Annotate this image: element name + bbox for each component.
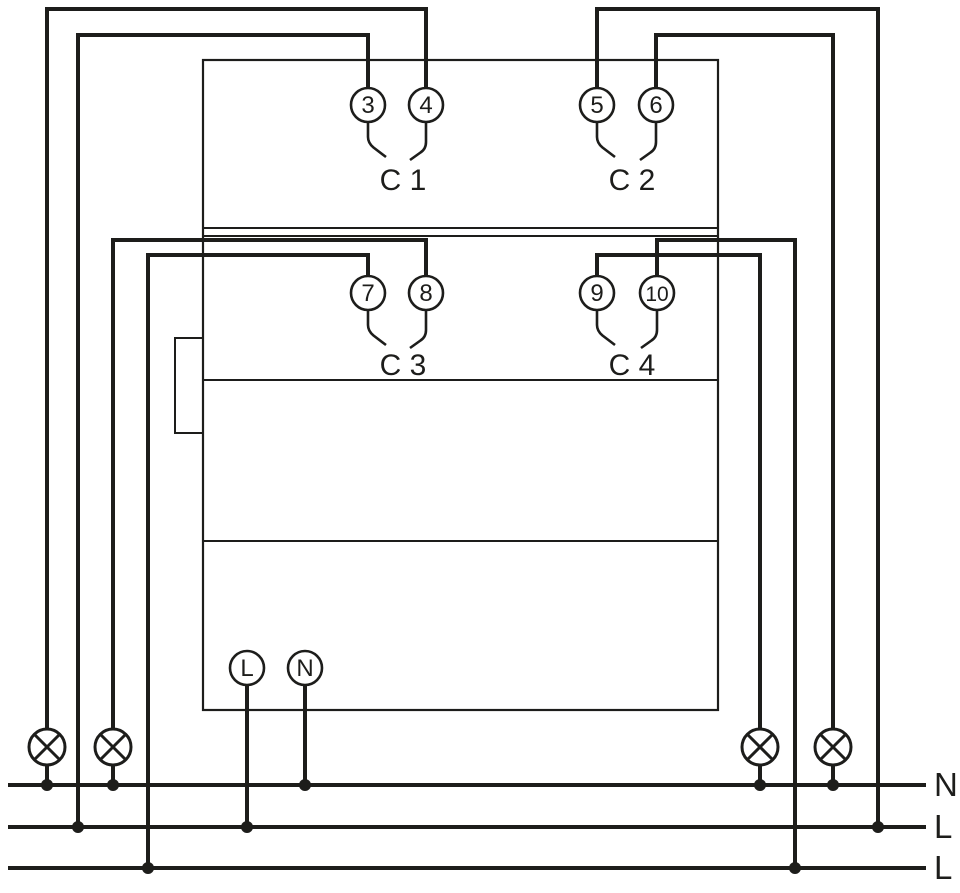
terminal-8-label: 8 (419, 280, 432, 307)
terminal-10-label: 10 (645, 283, 668, 306)
switch-blade-c2 (595, 122, 616, 159)
terminal-7-label: 7 (361, 280, 374, 307)
switch-blade-c3 (366, 310, 387, 347)
terminal-5-circle (578, 86, 616, 124)
junction-dot (299, 779, 311, 791)
terminal-5: 5 (578, 86, 616, 124)
wire-terminal7-to-L2-bus (146, 253, 370, 868)
switch-contact-c4 (640, 310, 659, 350)
junction-dot (872, 821, 884, 833)
junction-dot (241, 821, 253, 833)
terminal-L-label: L (240, 655, 253, 682)
terminal-5-label: 5 (590, 92, 603, 119)
junction-dot (41, 779, 53, 791)
lamp-icon-2 (93, 727, 133, 767)
terminal-10-circle (638, 274, 676, 312)
channel-c2: C 2 (595, 122, 658, 197)
channel-c3-label: C 3 (380, 349, 427, 382)
device-body (174, 58, 720, 712)
terminal-10: 10 (638, 274, 676, 312)
junction-dot (754, 779, 766, 791)
terminal-9-label: 9 (590, 280, 603, 307)
channel-c2-label: C 2 (609, 164, 656, 197)
terminal-3: 3 (349, 86, 387, 124)
lamp-icon-4 (813, 727, 853, 767)
wire-terminal9-to-lamp3 (595, 253, 762, 729)
lamp-icon-3 (740, 727, 780, 767)
terminal-4-circle (407, 86, 445, 124)
lamp-icon-1 (27, 727, 67, 767)
terminal-6-label: 6 (649, 92, 662, 119)
terminal-8-circle (407, 274, 445, 312)
terminal-3-circle (349, 86, 387, 124)
junction-dot (72, 821, 84, 833)
junction-dot (107, 779, 119, 791)
terminal-9: 9 (578, 274, 616, 312)
junction-dot (142, 862, 154, 874)
bus-n-label: N (934, 766, 958, 803)
terminal-6-circle (637, 86, 675, 124)
bus-l1-label: L (934, 808, 952, 845)
terminal-N-circle (286, 649, 324, 687)
terminal-L-circle (228, 649, 266, 687)
device-outline (201, 58, 720, 712)
terminal-N: N (286, 649, 324, 687)
switch-contact-c3 (409, 310, 428, 350)
channel-c1: C 1 (366, 122, 428, 197)
terminal-8: 8 (407, 274, 445, 312)
wire-terminal4-to-lamp1 (45, 7, 428, 729)
terminal-6: 6 (637, 86, 675, 124)
switch-blade-c4 (595, 310, 616, 347)
switch-blade-c1 (366, 122, 387, 159)
junction-dot (789, 862, 801, 874)
channel-c4: C 4 (595, 310, 659, 382)
bus-lines: N L L (8, 766, 958, 886)
terminal-4: 4 (407, 86, 445, 124)
channel-c1-label: C 1 (380, 164, 427, 197)
terminal-7-circle (349, 274, 387, 312)
junction-dots (41, 779, 884, 874)
switch-contact-c2 (639, 122, 658, 162)
external-wires (45, 7, 880, 868)
wire-terminal6-to-lamp4 (654, 33, 835, 729)
terminal-9-circle (578, 274, 616, 312)
wire-terminal5-to-L1-bus (595, 7, 880, 827)
wire-terminal8-to-lamp2 (111, 238, 428, 729)
bus-l2-label: L (934, 849, 952, 886)
wire-terminal3-to-L1-bus (76, 33, 370, 827)
junction-dot (827, 779, 839, 791)
terminal-N-label: N (296, 655, 313, 682)
wire-terminal10-to-L2-bus (655, 238, 797, 868)
switch-contact-c1 (409, 122, 428, 162)
terminal-L: L (228, 649, 266, 687)
din-clip-tab (174, 337, 204, 434)
terminal-3-label: 3 (361, 92, 374, 119)
terminal-7: 7 (349, 274, 387, 312)
terminal-4-label: 4 (419, 92, 432, 119)
channel-c4-label: C 4 (609, 349, 656, 382)
channel-c3: C 3 (366, 310, 428, 382)
